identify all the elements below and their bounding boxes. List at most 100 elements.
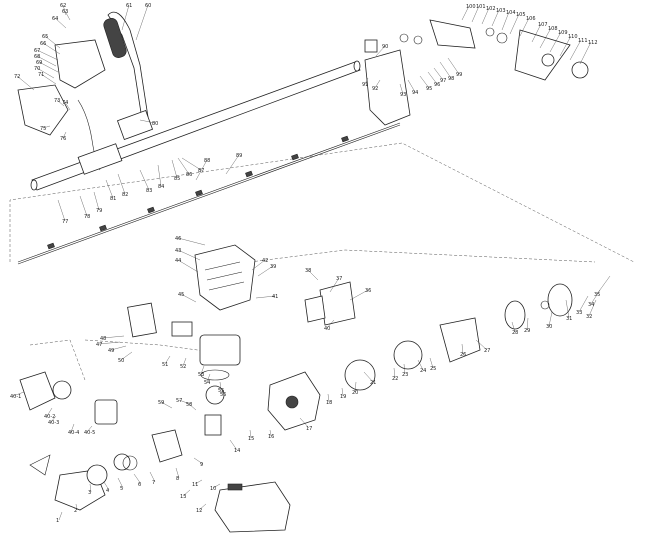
callout-20: 20 xyxy=(352,390,358,396)
callout-leader xyxy=(578,295,589,313)
callout-74: 74 xyxy=(62,100,68,106)
callout-34: 34 xyxy=(588,302,594,308)
callout-leader xyxy=(46,407,53,417)
callout-leader xyxy=(198,503,207,511)
callout-leader xyxy=(219,381,222,391)
callout-23: 23 xyxy=(402,372,408,378)
callout-leader xyxy=(62,131,67,139)
callout-leader xyxy=(393,367,396,379)
flex-drive-cable xyxy=(17,122,401,265)
callout-leader xyxy=(565,299,570,319)
callout-leader xyxy=(98,341,121,345)
callout-60: 60 xyxy=(145,3,151,9)
callout-leader xyxy=(461,5,470,21)
callout-leader xyxy=(194,479,203,485)
callout-leader xyxy=(491,9,500,27)
callout-17: 17 xyxy=(306,426,312,432)
callout-leader xyxy=(269,429,272,437)
callout-leader xyxy=(177,157,190,175)
callout-leader xyxy=(326,319,335,329)
callout-leader xyxy=(526,317,529,331)
callout-94: 94 xyxy=(412,90,418,96)
callout-48: 48 xyxy=(100,336,106,342)
callout-61: 61 xyxy=(126,3,132,9)
callout-leader xyxy=(177,259,199,273)
callout-leader xyxy=(519,17,530,37)
callout-leader xyxy=(590,289,601,305)
callout-67: 67 xyxy=(34,48,40,54)
callout-leader xyxy=(75,503,78,511)
callout-84: 84 xyxy=(158,184,164,190)
callout-85: 85 xyxy=(174,176,180,182)
callout-42: 42 xyxy=(262,258,268,264)
callout-30: 30 xyxy=(546,324,552,330)
callout-5: 5 xyxy=(120,486,123,492)
callout-54: 54 xyxy=(204,380,210,386)
callout-55: 55 xyxy=(218,388,224,394)
callout-25: 25 xyxy=(430,366,436,372)
callout-leader xyxy=(427,71,438,85)
callout-leader xyxy=(62,4,67,16)
callout-leader xyxy=(433,67,444,81)
callout-leader xyxy=(42,42,61,55)
callout-88: 88 xyxy=(204,158,210,164)
callout-leader xyxy=(579,41,592,65)
callout-leader xyxy=(120,351,133,361)
callout-98: 98 xyxy=(448,76,454,82)
callout-401: 40-1 xyxy=(10,394,21,400)
callout-leader xyxy=(182,357,187,367)
callout-82: 82 xyxy=(122,192,128,198)
callout-110: 110 xyxy=(568,34,578,40)
callout-leader xyxy=(407,79,416,93)
callout-35: 35 xyxy=(594,292,600,298)
callout-59: 59 xyxy=(158,400,164,406)
callout-leader xyxy=(374,79,381,89)
callout-leader xyxy=(164,355,171,365)
callout-96: 96 xyxy=(434,82,440,88)
callout-leader xyxy=(160,401,173,409)
callout-4: 4 xyxy=(106,488,109,494)
callout-leader xyxy=(569,39,582,61)
callout-83: 83 xyxy=(146,188,152,194)
callout-29: 29 xyxy=(524,328,530,334)
callout-9: 9 xyxy=(200,462,203,468)
callout-75: 75 xyxy=(40,126,46,132)
callout-52: 52 xyxy=(180,364,186,370)
callout-leader xyxy=(36,55,57,67)
callout-leader xyxy=(64,10,71,21)
callout-47: 47 xyxy=(96,342,102,348)
callout-leader xyxy=(475,339,488,351)
callout-leader xyxy=(511,321,516,333)
callout-leader xyxy=(364,77,369,85)
callout-66: 66 xyxy=(40,41,46,47)
callout-leader xyxy=(509,13,520,35)
callout-43: 43 xyxy=(175,248,181,254)
callout-97: 97 xyxy=(440,78,446,84)
callout-111: 111 xyxy=(578,38,588,44)
fuel-tank xyxy=(214,481,291,533)
callout-leader xyxy=(549,31,562,53)
callout-402: 40-2 xyxy=(44,414,55,420)
callout-leader xyxy=(102,335,125,339)
callout-leader xyxy=(341,387,344,397)
air-filter xyxy=(304,281,356,326)
callout-41: 41 xyxy=(272,294,278,300)
callout-leader xyxy=(178,399,191,405)
gearhead-and-blade xyxy=(364,19,589,126)
callout-leader xyxy=(349,289,369,301)
callout-106: 106 xyxy=(526,16,536,22)
callout-leader xyxy=(461,343,464,355)
callout-leader xyxy=(225,154,240,175)
callout-79: 79 xyxy=(96,208,102,214)
callout-leader xyxy=(229,439,238,451)
callout-109: 109 xyxy=(558,30,568,36)
callout-leader xyxy=(36,49,59,61)
callout-56: 56 xyxy=(220,392,226,398)
callout-leader xyxy=(135,4,149,41)
callout-46: 46 xyxy=(175,236,181,242)
callout-leader xyxy=(44,35,61,49)
callout-21: 21 xyxy=(370,380,376,386)
callout-leader xyxy=(195,159,208,181)
